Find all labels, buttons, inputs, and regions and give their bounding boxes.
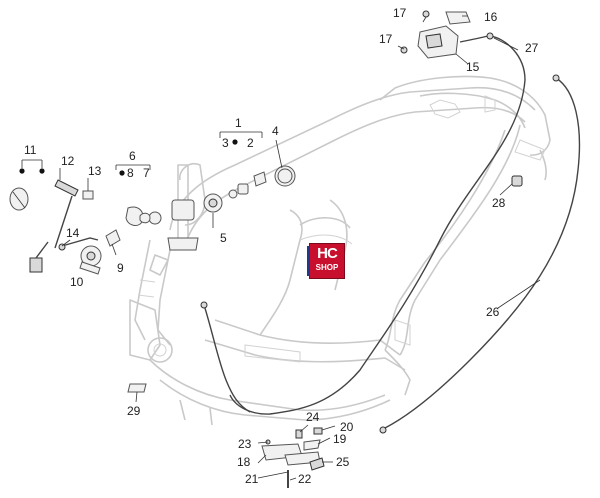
callout-labels: 1 2 3 4 5 6 7 8 9 10 11 12 13 14 15 16 1… — [24, 6, 539, 486]
callout-10: 10 — [70, 275, 84, 289]
callout-25: 25 — [336, 455, 350, 469]
callout-12: 12 — [61, 154, 75, 168]
callout-7: 7 — [143, 166, 150, 180]
callout-17-top: 17 — [393, 6, 407, 20]
part-connector — [29, 241, 49, 273]
part-28-grommet — [511, 175, 523, 187]
callout-22: 22 — [298, 472, 312, 486]
callout-2: 2 — [247, 136, 254, 150]
logo-text-shop: SHOP — [315, 263, 339, 272]
callout-8: 8 — [127, 166, 134, 180]
callout-20: 20 — [340, 420, 354, 434]
part-bottom-latch — [261, 427, 325, 488]
callout-23: 23 — [238, 437, 252, 451]
callout-14: 14 — [66, 226, 80, 240]
callout-4: 4 — [272, 124, 279, 138]
part-12-bracket — [54, 179, 79, 249]
callout-9: 9 — [117, 261, 124, 275]
callout-3: 3 — [222, 136, 229, 150]
cable-27 — [200, 32, 526, 415]
part-13-grommet — [82, 190, 94, 200]
callout-1: 1 — [235, 116, 242, 130]
callout-24: 24 — [306, 410, 320, 424]
part-15-16-lock — [400, 10, 489, 59]
part-10-horn-body — [79, 245, 102, 275]
callout-27: 27 — [525, 41, 539, 55]
callout-16: 16 — [484, 10, 498, 24]
logo-text-hc: HC — [317, 245, 338, 262]
part-29-plate — [127, 383, 147, 393]
bracket-bullets — [19, 139, 238, 176]
cable-26 — [379, 74, 581, 434]
callout-15: 15 — [466, 60, 480, 74]
part-9-plate — [105, 229, 121, 247]
callout-11: 11 — [24, 143, 37, 157]
callout-18: 18 — [237, 455, 251, 469]
callout-5: 5 — [220, 231, 227, 245]
part-11-horn — [9, 187, 29, 211]
leader-lines — [21, 15, 541, 481]
part-14-clip — [58, 237, 99, 251]
callout-19: 19 — [333, 432, 347, 446]
callout-6: 6 — [129, 149, 136, 163]
steering-post — [167, 164, 199, 251]
callout-29: 29 — [127, 404, 141, 418]
logo-stripe — [307, 246, 310, 276]
part-7-seal — [139, 211, 162, 225]
callout-13: 13 — [88, 164, 102, 178]
part-ignition-lock — [203, 165, 296, 213]
callout-28: 28 — [492, 196, 506, 210]
callout-26: 26 — [486, 305, 500, 319]
hc-shop-logo: HC SHOP — [307, 243, 345, 279]
callout-21: 21 — [245, 472, 259, 486]
callout-17-left: 17 — [379, 32, 393, 46]
